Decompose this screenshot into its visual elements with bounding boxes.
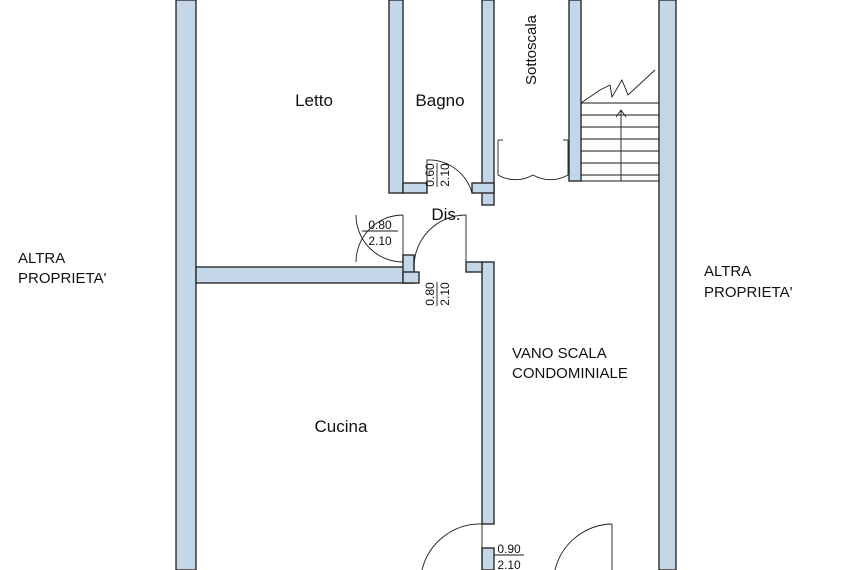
wall-sottoscala-right <box>568 0 582 182</box>
door-cucina-height: 2.10 <box>438 282 452 306</box>
outer-wall-left <box>175 0 197 570</box>
room-label-sottoscala: Sottoscala <box>523 14 540 85</box>
dimension-lines <box>362 163 524 556</box>
stair <box>580 69 659 182</box>
wall-bagno-bottom-right <box>471 182 495 194</box>
wall-letto-cucina <box>195 266 415 284</box>
room-label-bagno: Bagno <box>415 91 464 110</box>
door-cucina-width: 0.80 <box>423 282 437 306</box>
room-label-vano-scala-line2: CONDOMINIALE <box>512 365 628 382</box>
wall-entrance-stub <box>481 547 495 570</box>
room-label-vano-scala-line1: VANO SCALA <box>512 345 607 362</box>
room-label-cucina: Cucina <box>315 417 368 436</box>
label-altra-proprieta-right-line2: PROPRIETA' <box>704 284 793 301</box>
wall-dis-corner <box>465 261 483 273</box>
wall-dis-right <box>481 261 495 525</box>
label-altra-proprieta-left-line2: PROPRIETA' <box>18 270 107 287</box>
door-letto-height: 2.10 <box>368 234 392 248</box>
doors <box>355 139 613 570</box>
door-ingresso-height: 2.10 <box>497 558 521 570</box>
door-bagno-height: 2.10 <box>438 163 452 187</box>
label-altra-proprieta-right-line1: ALTRA <box>704 263 751 280</box>
walls <box>175 0 677 570</box>
room-label-letto: Letto <box>295 91 333 110</box>
outer-wall-right <box>658 0 677 570</box>
door-bagno-width: 0.60 <box>423 163 437 187</box>
wall-dis-bottom <box>402 271 420 284</box>
label-altra-proprieta-left-line1: ALTRA <box>18 250 65 267</box>
wall-letto-bagno <box>388 0 404 194</box>
door-ingresso-width: 0.90 <box>497 542 521 556</box>
wall-bagno-sottoscala <box>481 0 495 206</box>
door-letto-width: 0.80 <box>368 218 392 232</box>
room-label-dis: Dis. <box>431 205 460 224</box>
